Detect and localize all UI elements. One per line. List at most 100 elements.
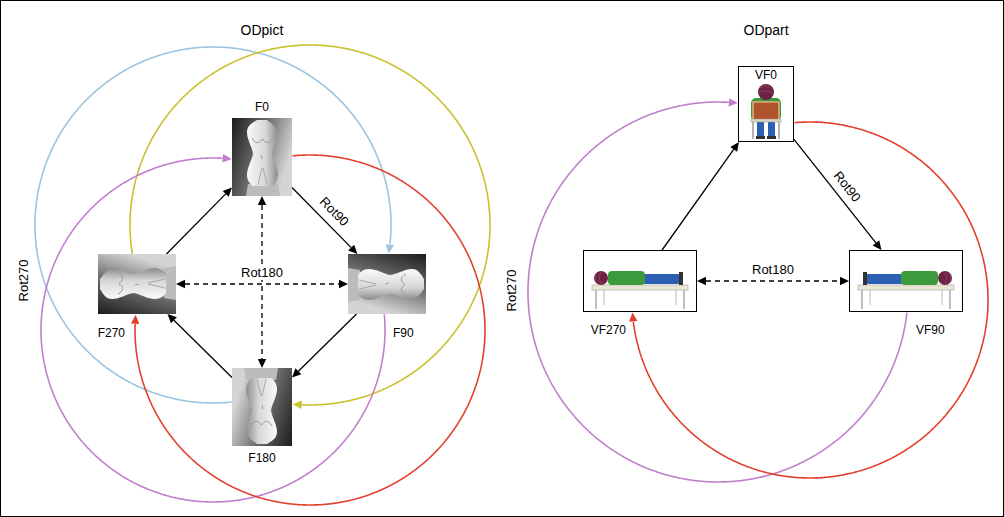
figure-part	[869, 289, 871, 305]
statue-image	[232, 368, 292, 446]
figure-part	[385, 283, 389, 284]
figure-part	[592, 271, 688, 309]
node-label: F90	[393, 326, 414, 340]
node-label: VF0	[755, 68, 777, 82]
figure-part	[100, 268, 166, 299]
figure-part	[675, 289, 677, 305]
figure-part	[251, 421, 272, 426]
arc-line	[130, 45, 490, 405]
figure-part	[945, 272, 951, 284]
figure-part	[98, 254, 176, 314]
rotation-arrow	[697, 277, 849, 285]
figure-part	[858, 285, 954, 290]
figure-box: VF90	[849, 250, 963, 312]
node-label: F270	[98, 326, 125, 340]
statue-node: F180	[232, 368, 292, 446]
rotation-arrow	[176, 280, 348, 288]
statue-node: F270	[98, 254, 176, 314]
figure-part	[759, 86, 773, 94]
figure-part	[642, 274, 680, 284]
figure-part	[758, 84, 774, 100]
figure-part	[863, 272, 867, 285]
statue-node: F0	[232, 118, 292, 196]
rotation-arc	[41, 154, 385, 502]
arrowhead	[339, 280, 348, 288]
dashed-line	[706, 280, 840, 281]
figure-part	[768, 120, 775, 136]
figure-part	[683, 289, 685, 309]
figure-part	[232, 118, 292, 196]
figure-part	[348, 254, 426, 314]
figure-part	[118, 273, 123, 294]
figure-part	[901, 271, 938, 285]
statue-image	[98, 254, 176, 314]
rotation-arc	[131, 155, 485, 505]
figure-part	[247, 120, 278, 186]
figure-part	[941, 289, 943, 305]
figure-part	[751, 98, 781, 121]
arrow-line	[794, 139, 876, 243]
figure-part	[603, 289, 605, 305]
figure-part	[252, 138, 273, 143]
arrowhead	[873, 240, 882, 250]
rotation-arrow	[167, 187, 233, 254]
rotation-arrow	[794, 139, 881, 250]
arrow-line	[662, 149, 734, 250]
figure-part	[232, 118, 292, 196]
arrowhead	[223, 187, 232, 196]
figure-part	[938, 271, 952, 285]
rotation-arrow	[662, 142, 739, 250]
panel-title: ODpict	[241, 22, 284, 38]
arrowhead	[293, 401, 302, 409]
arrow-line	[167, 194, 226, 254]
figure-box: VF0	[738, 66, 794, 142]
arrowhead	[292, 368, 301, 377]
dashed-line	[261, 205, 262, 359]
figure-part	[359, 280, 376, 289]
rotation-arrow	[292, 314, 357, 377]
figure-part	[98, 254, 176, 314]
node-label: VF90	[916, 323, 945, 337]
figure-part	[261, 155, 262, 159]
node-label: F180	[248, 451, 275, 465]
rotation-label: Rot270	[504, 269, 519, 311]
figure-part	[258, 168, 267, 185]
rotation-arrow	[258, 196, 266, 368]
figure-part	[608, 271, 645, 285]
rotation-arc	[35, 47, 394, 403]
arc-line	[35, 47, 391, 403]
figure-part	[751, 84, 781, 139]
figure-part	[358, 269, 424, 300]
figure-part	[232, 368, 292, 446]
figure-part	[753, 102, 779, 120]
figure-box: VF270	[583, 250, 697, 312]
arrow-line	[174, 320, 232, 377]
statue-node: F90	[348, 254, 426, 314]
lying-person	[850, 251, 962, 311]
arrowhead	[348, 245, 357, 254]
arrowhead	[222, 154, 231, 162]
edge-label: Rot90	[315, 193, 353, 231]
figure-part	[949, 289, 951, 309]
arc-line	[135, 155, 485, 505]
figure-part	[767, 136, 776, 139]
node-label: VF270	[591, 323, 626, 337]
arrow-line	[298, 314, 356, 371]
figure-part	[756, 136, 765, 139]
figure-part	[348, 254, 426, 314]
arrowhead	[697, 277, 706, 285]
figure-part	[596, 272, 602, 284]
figure-part	[135, 284, 139, 285]
rotation-label: Rot270	[16, 259, 31, 301]
statue-image	[232, 118, 292, 196]
figure-part	[861, 289, 863, 309]
arrowhead	[386, 244, 394, 253]
panel-title: ODpart	[744, 22, 789, 38]
arrowhead	[258, 196, 266, 205]
figure-part	[246, 378, 277, 444]
rotation-arrow	[292, 188, 357, 255]
arrowhead	[258, 359, 266, 368]
figure-part	[858, 271, 954, 309]
